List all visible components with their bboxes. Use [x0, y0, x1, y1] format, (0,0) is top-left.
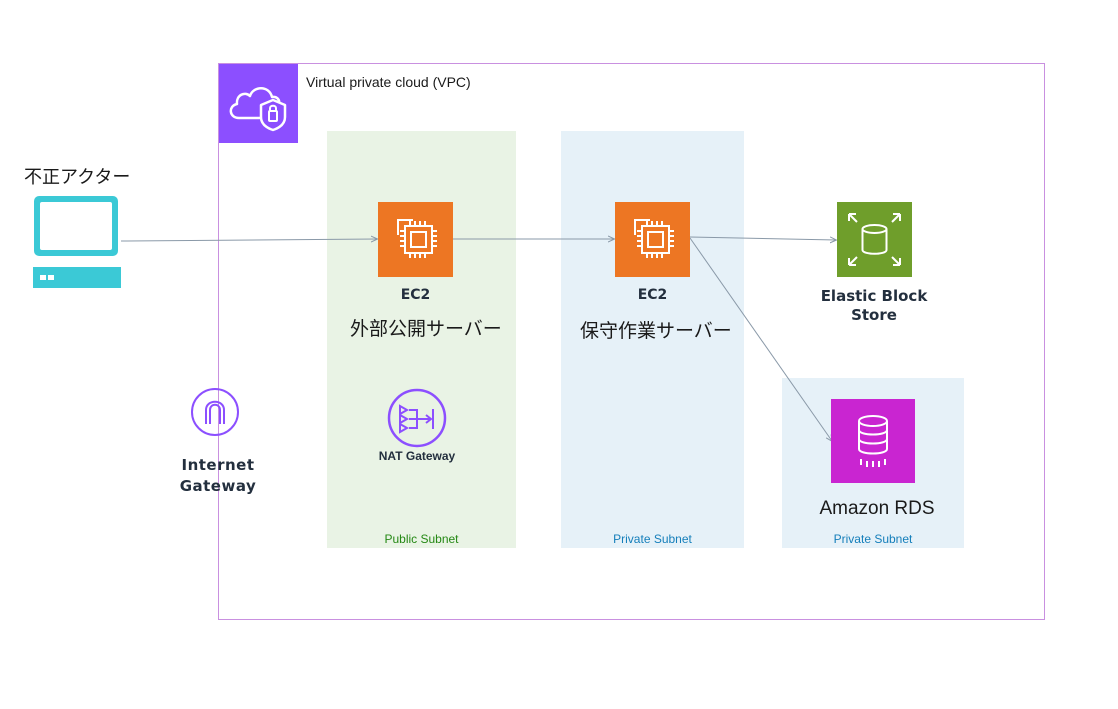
edge-actor-to-ec2-public — [120, 239, 377, 241]
edge-ec2-private-to-ebs — [689, 237, 836, 240]
private-subnet-1-label: Private Subnet — [613, 532, 692, 546]
ebs-volume-icon — [837, 202, 912, 277]
nat-gateway-icon — [386, 387, 448, 453]
actor-label: 不正アクター — [24, 167, 131, 188]
ec2-private-service: EC2 — [637, 287, 668, 303]
ebs-label: Elastic Block Store — [809, 287, 939, 325]
ec2-public-service: EC2 — [400, 287, 431, 303]
ebs-label-line2: Store — [851, 306, 897, 324]
internet-gateway-icon — [190, 387, 240, 441]
edge-ec2-private-to-rds — [689, 237, 832, 441]
vpc-boundary — [218, 63, 1045, 620]
ebs-label-line1: Elastic Block — [820, 287, 928, 305]
client-computer-icon — [31, 193, 123, 294]
rds-label: Amazon RDS — [819, 498, 935, 519]
internet-gateway-label: Internet Gateway — [158, 455, 278, 497]
ec2-private-name: 保守作業サーバー — [580, 320, 732, 342]
internet-gateway-label-line1: Internet — [181, 456, 255, 474]
private-subnet-2-label: Private Subnet — [833, 532, 913, 546]
public-subnet-label: Public Subnet — [384, 532, 459, 546]
rds-database-icon — [831, 399, 915, 483]
internet-gateway-label-line2: Gateway — [179, 477, 257, 495]
ec2-public-name: 外部公開サーバー — [350, 318, 502, 340]
vpc-title: Virtual private cloud (VPC) — [306, 74, 471, 90]
ec2-private-icon — [615, 202, 690, 277]
private-subnet-1 — [561, 131, 744, 548]
vpc-cloud-shield-icon — [219, 64, 298, 143]
public-subnet — [327, 131, 516, 548]
nat-gateway-label: NAT Gateway — [378, 449, 456, 463]
ec2-public-icon — [378, 202, 453, 277]
